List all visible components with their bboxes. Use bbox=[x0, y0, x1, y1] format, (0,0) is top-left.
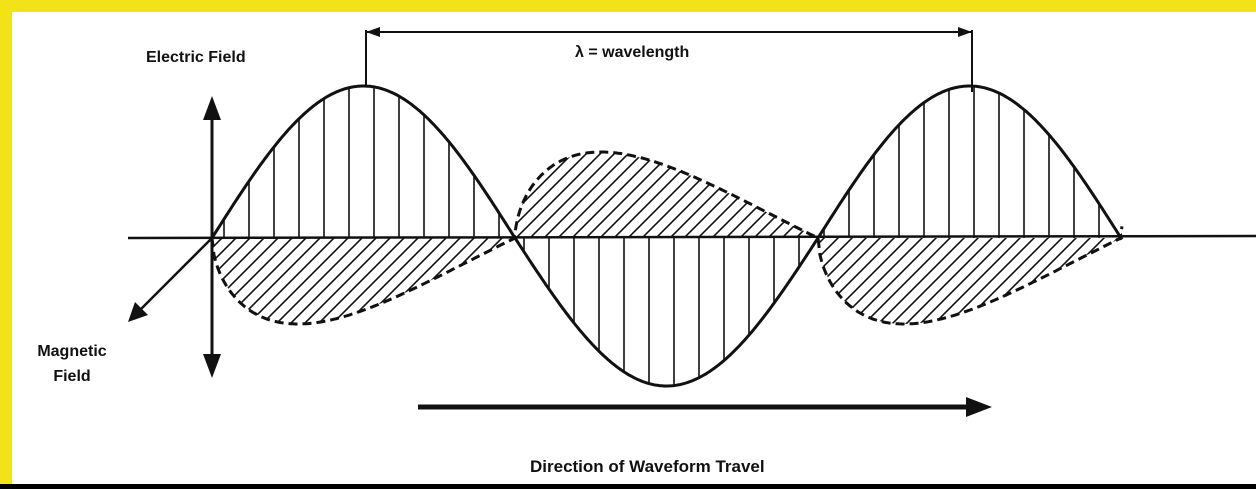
diagram-panel bbox=[12, 12, 1256, 484]
magnetic-field-wave bbox=[210, 150, 1124, 326]
propagation-axis bbox=[127, 234, 1256, 240]
direction-arrow bbox=[418, 397, 992, 417]
wavelength-bracket bbox=[365, 27, 973, 92]
arrowhead-left-icon bbox=[366, 27, 380, 37]
arrowhead-right-icon bbox=[958, 27, 972, 37]
electric-field-wave bbox=[210, 84, 1124, 388]
arrow-diagonal-icon bbox=[128, 302, 148, 322]
wavelength-label: λ = wavelength bbox=[575, 44, 689, 61]
arrow-right-icon bbox=[966, 397, 992, 417]
magnetic-field-label-line1: Magnetic bbox=[37, 343, 106, 360]
electric-field-arrow bbox=[203, 96, 221, 378]
direction-label: Direction of Waveform Travel bbox=[530, 457, 765, 476]
arrow-up-icon bbox=[203, 96, 221, 120]
electric-field-label: Electric Field bbox=[146, 49, 246, 66]
magnetic-field-arrow bbox=[128, 237, 213, 322]
magnetic-field-label-line2: Field bbox=[53, 368, 90, 385]
arrow-down-icon bbox=[203, 354, 221, 378]
